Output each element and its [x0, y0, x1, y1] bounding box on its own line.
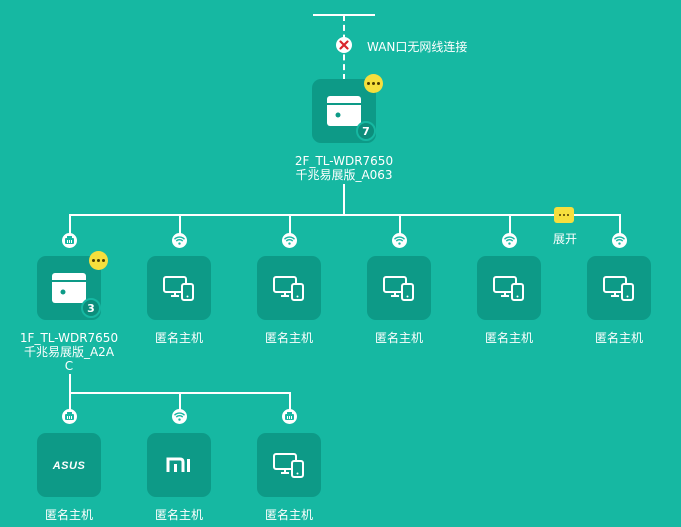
host-tile[interactable]	[587, 256, 651, 320]
main-router-tile[interactable]	[312, 79, 376, 143]
wifi-connection-icon	[392, 233, 407, 248]
mi-logo-icon	[166, 457, 190, 472]
computer-phone-icon	[273, 453, 304, 478]
computer-phone-icon	[493, 276, 524, 301]
sub-router-more-button[interactable]	[89, 251, 108, 270]
drop-line	[289, 392, 291, 410]
host-tile[interactable]	[367, 256, 431, 320]
sub-router-label: 1F_TL-WDR7650 千兆易展版_A2A C	[19, 331, 119, 373]
wan-status-text: WAN口无网线连接	[367, 40, 468, 54]
drop-line	[289, 214, 291, 234]
host-tile[interactable]	[147, 256, 211, 320]
router-icon	[52, 273, 86, 303]
sub-router-count-badge: 3	[81, 298, 101, 318]
computer-phone-icon	[273, 276, 304, 301]
host-label: 匿名主机	[264, 508, 313, 522]
wifi-connection-icon	[282, 233, 297, 248]
wan-error-icon	[336, 37, 352, 53]
host-label: 匿名主机	[484, 331, 533, 345]
asus-logo-icon: ASUS	[52, 460, 86, 471]
expand-button[interactable]	[554, 207, 574, 223]
sub-trunk-line	[69, 374, 71, 393]
wifi-connection-icon	[172, 233, 187, 248]
computer-phone-icon	[383, 276, 414, 301]
drop-line	[179, 392, 181, 410]
wifi-connection-icon	[502, 233, 517, 248]
wired-connection-icon	[62, 233, 77, 248]
drop-line	[619, 214, 621, 234]
host-tile[interactable]	[257, 433, 321, 497]
wired-connection-icon	[62, 409, 77, 424]
wifi-connection-icon	[172, 409, 187, 424]
host-label: 匿名主机	[44, 508, 93, 522]
host-tile[interactable]	[257, 256, 321, 320]
host-label: 匿名主机	[374, 331, 423, 345]
expand-label[interactable]: 展开	[553, 232, 578, 246]
router-icon	[327, 96, 361, 126]
level1-bus-line	[69, 214, 621, 216]
mi-device-tile[interactable]	[147, 433, 211, 497]
main-trunk-line	[343, 184, 345, 215]
asus-device-tile[interactable]: ASUS	[37, 433, 101, 497]
drop-line	[69, 392, 71, 410]
main-router-more-button[interactable]	[364, 74, 383, 93]
main-router-label: 2F_TL-WDR7650 千兆易展版_A063	[294, 154, 394, 182]
host-label: 匿名主机	[264, 331, 313, 345]
host-tile[interactable]	[477, 256, 541, 320]
computer-phone-icon	[163, 276, 194, 301]
svg-text:ASUS: ASUS	[52, 460, 86, 471]
drop-line	[509, 214, 511, 234]
wifi-connection-icon	[612, 233, 627, 248]
drop-line	[399, 214, 401, 234]
drop-line	[179, 214, 181, 234]
host-label: 匿名主机	[154, 508, 203, 522]
drop-line	[69, 214, 71, 234]
main-router-count-badge: 7	[356, 121, 376, 141]
host-label: 匿名主机	[594, 331, 643, 345]
host-label: 匿名主机	[154, 331, 203, 345]
computer-phone-icon	[603, 276, 634, 301]
wired-connection-icon	[282, 409, 297, 424]
